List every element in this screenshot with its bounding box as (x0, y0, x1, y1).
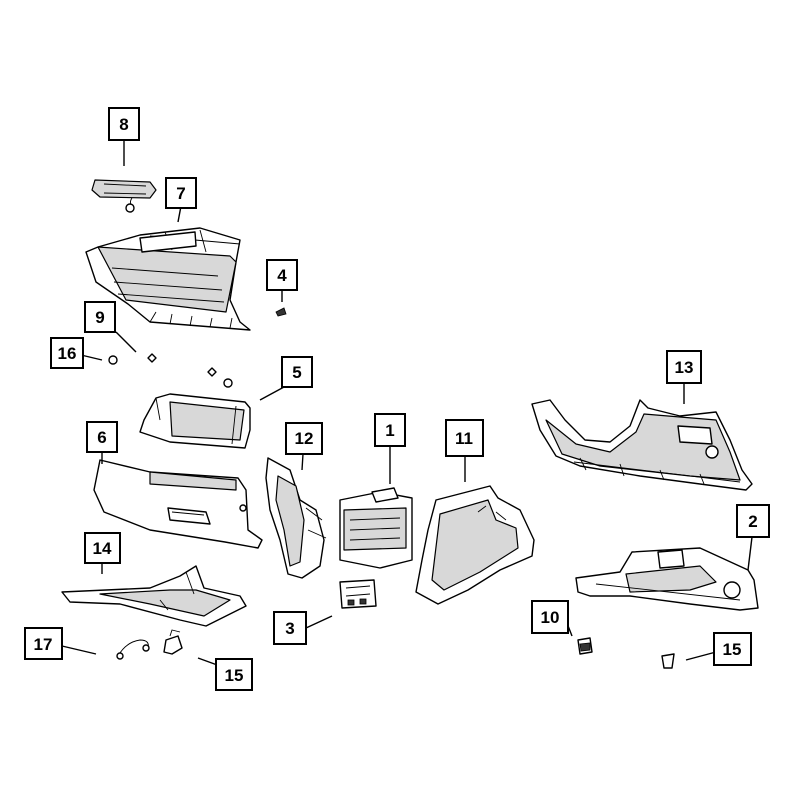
part-17-harness (116, 639, 150, 660)
svg-text:10: 10 (541, 608, 560, 627)
callout-3[interactable]: 3 (273, 611, 307, 645)
svg-text:5: 5 (292, 363, 301, 382)
svg-text:13: 13 (675, 358, 694, 377)
svg-text:15: 15 (225, 666, 244, 685)
svg-text:16: 16 (58, 344, 77, 363)
fasteners-9-16 (108, 353, 233, 388)
svg-text:9: 9 (95, 308, 104, 327)
part-15-right-grommet (661, 653, 675, 669)
part-3-connector (339, 579, 377, 609)
callout-13[interactable]: 13 (666, 350, 702, 384)
part-2-lower-panel (575, 547, 759, 611)
svg-text:14: 14 (93, 539, 112, 558)
callout-1[interactable]: 1 (374, 413, 406, 447)
callout-16[interactable]: 16 (50, 337, 84, 369)
callout-6[interactable]: 6 (86, 421, 118, 453)
callout-12[interactable]: 12 (285, 422, 323, 455)
part-4-clip (275, 307, 287, 317)
part-14-lower-trim (61, 565, 247, 627)
svg-text:7: 7 (176, 184, 185, 203)
svg-text:15: 15 (723, 640, 742, 659)
part-15-left-bracket (163, 629, 183, 655)
callout-8[interactable]: 8 (108, 107, 140, 141)
part-13-dash-panel (531, 399, 753, 491)
callout-15-right[interactable]: 15 (713, 632, 752, 666)
part-10-switch (577, 637, 593, 655)
svg-text:2: 2 (748, 512, 757, 531)
part-6-glovebox-door (93, 459, 263, 549)
callout-15-left[interactable]: 15 (215, 658, 253, 691)
callout-2[interactable]: 2 (736, 504, 770, 538)
callout-11[interactable]: 11 (445, 419, 484, 457)
callout-4[interactable]: 4 (266, 259, 298, 291)
part-7-glovebox-housing (85, 227, 251, 331)
callout-7[interactable]: 7 (165, 177, 197, 209)
part-12-side-panel (265, 457, 327, 579)
svg-text:8: 8 (119, 115, 128, 134)
part-1-center-module (339, 487, 413, 569)
svg-text:12: 12 (295, 429, 314, 448)
callout-5[interactable]: 5 (281, 356, 313, 388)
callout-9[interactable]: 9 (84, 301, 116, 333)
callout-10[interactable]: 10 (531, 600, 569, 634)
svg-text:1: 1 (385, 421, 394, 440)
svg-text:17: 17 (34, 635, 53, 654)
svg-text:6: 6 (97, 428, 106, 447)
svg-text:3: 3 (285, 619, 294, 638)
part-5-tray (139, 393, 251, 449)
part-8-bezel (91, 179, 157, 213)
callout-17[interactable]: 17 (24, 627, 63, 660)
callout-14[interactable]: 14 (84, 532, 121, 564)
svg-text:4: 4 (277, 266, 287, 285)
part-11-console-panel (415, 485, 535, 605)
svg-text:11: 11 (455, 429, 473, 448)
